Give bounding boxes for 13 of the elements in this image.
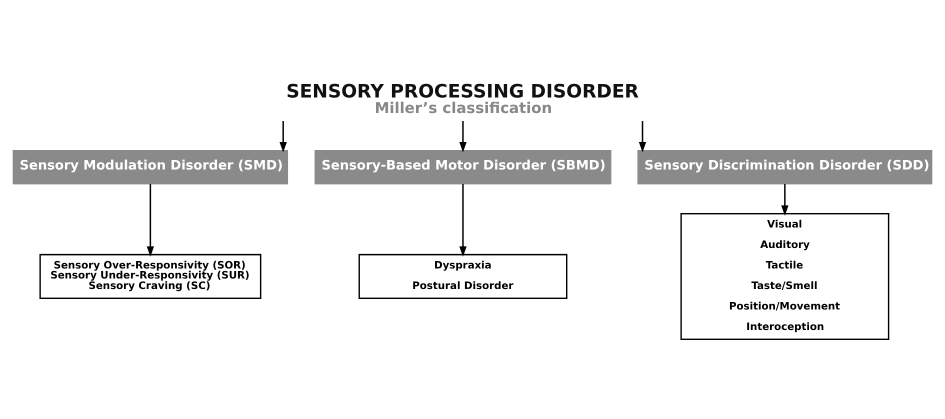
node-box: Dyspraxia Postural Disorder	[358, 254, 568, 300]
node-box: Sensory-Based Motor Disorder (SBMD)	[314, 150, 612, 184]
arrow	[638, 121, 646, 152]
node-text: SENSORY PROCESSING DISORDER Miller’s classification	[286, 81, 639, 118]
node-box: Sensory Modulation Disorder (SMD)	[12, 150, 288, 184]
arrow	[781, 184, 788, 216]
arrow	[459, 184, 467, 257]
node-box: Sensory Discrimination Disorder (SDD)	[637, 150, 932, 184]
node-box: Sensory Over-Responsivity (SOR) Sensory Under-Responsivity (SUR) Sensory Craving (SC)	[39, 254, 262, 300]
arrow	[280, 121, 287, 152]
arrow	[146, 184, 154, 257]
node-box: Visual Auditory Tactile Taste/Smell Position/Movement Interoception	[680, 212, 890, 340]
arrow	[459, 121, 467, 152]
